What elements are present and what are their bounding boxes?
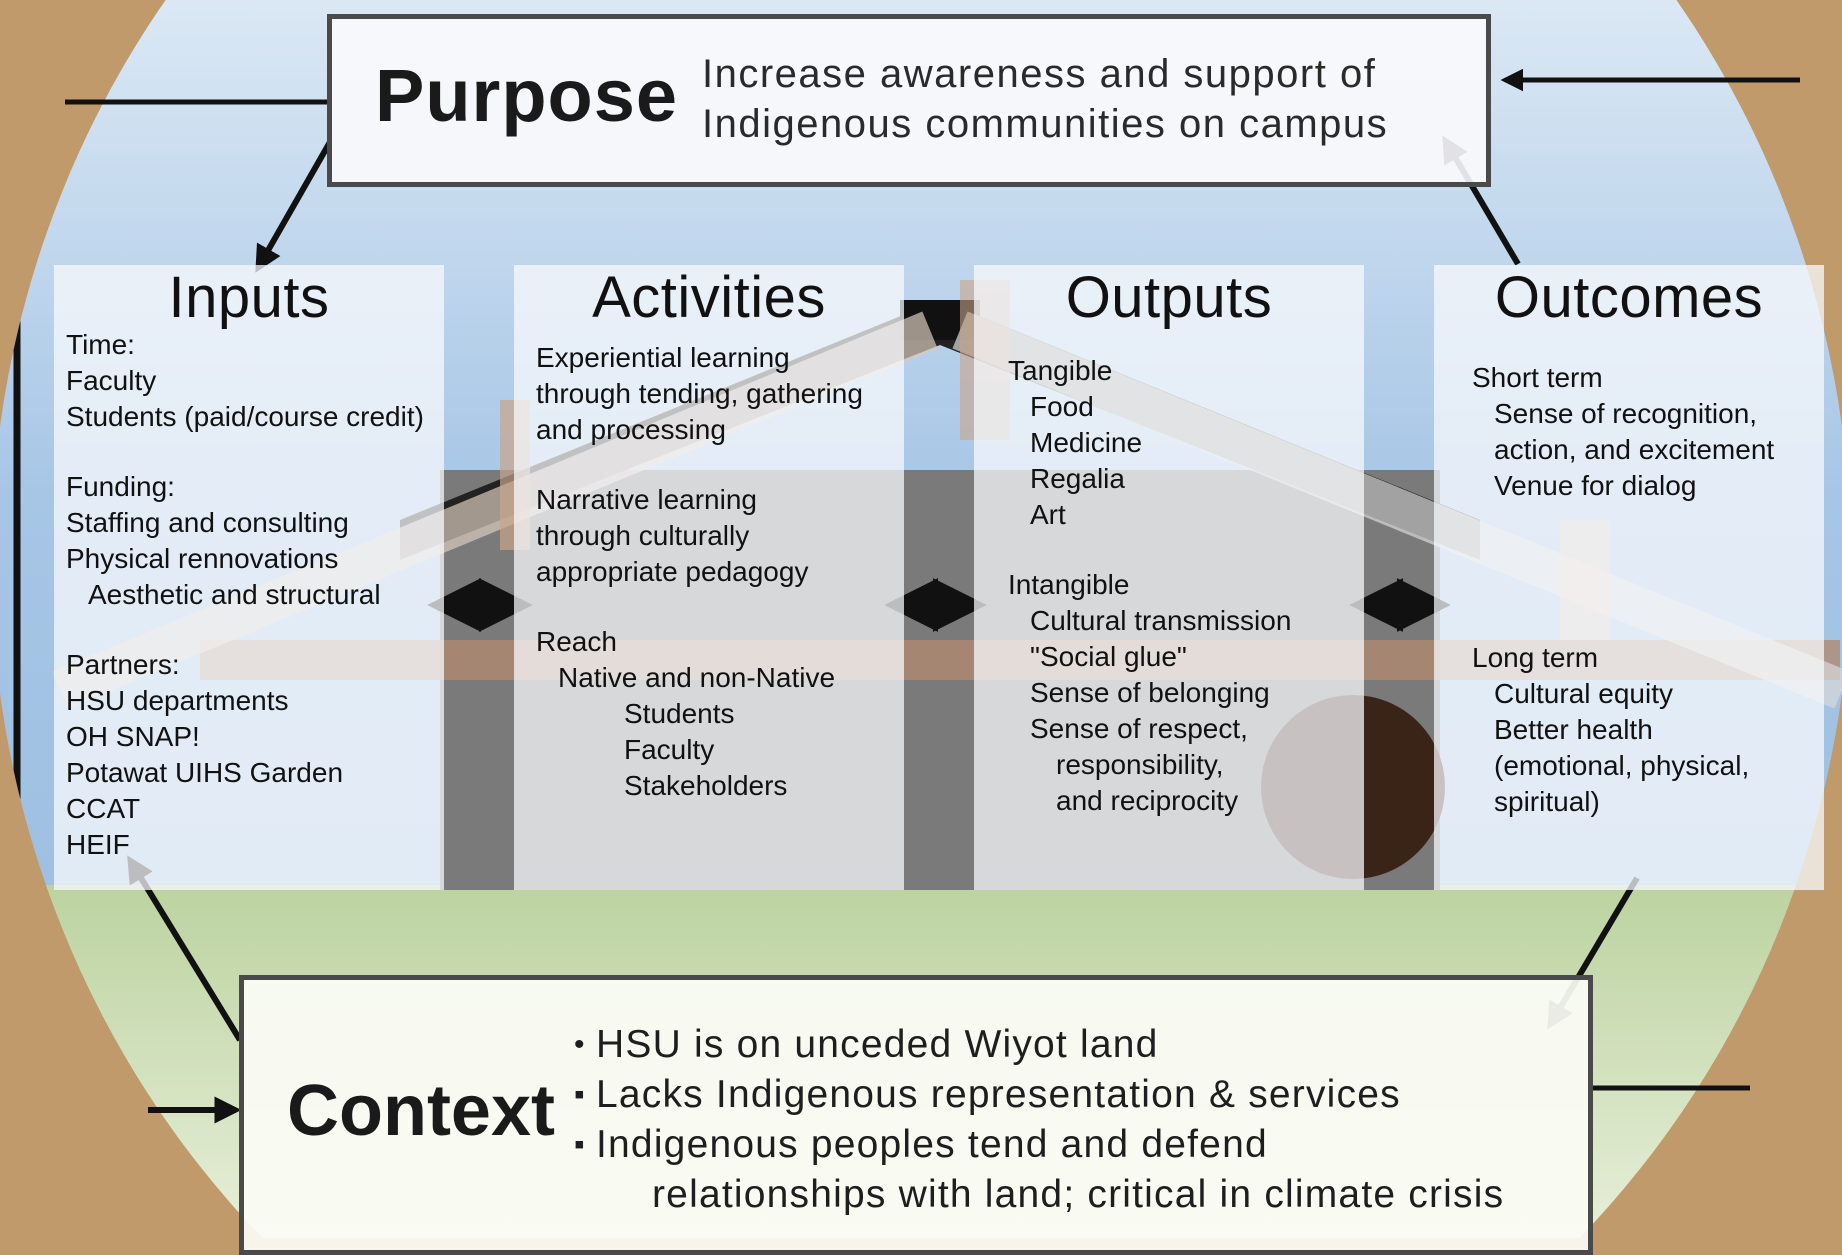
- activities-line: Experiential learning: [536, 342, 790, 373]
- activities-line: appropriate pedagogy: [536, 556, 809, 587]
- activities-line: Stakeholders: [624, 770, 788, 801]
- purpose-text: Increase awareness and support of Indige…: [702, 52, 1389, 146]
- outcomes-line: Better health: [1494, 714, 1653, 745]
- purpose-title: Purpose: [375, 54, 679, 137]
- inputs-line: HSU departments: [66, 685, 289, 716]
- outcomes-line: spiritual): [1494, 786, 1600, 817]
- outcomes-title: Outcomes: [1494, 265, 1764, 330]
- spacer: [1472, 572, 1820, 606]
- activities-line: Reach: [536, 626, 617, 657]
- purpose-box: Purpose Increase awareness and support o…: [327, 14, 1491, 187]
- inputs-line: OH SNAP!: [66, 721, 200, 752]
- spacer: [1472, 538, 1820, 572]
- outputs-line: Regalia: [1030, 463, 1125, 494]
- activities-line: through tending, gathering: [536, 378, 863, 409]
- context-title: Context: [287, 1071, 555, 1151]
- outputs-title: Outputs: [1065, 265, 1273, 330]
- outputs-line: Food: [1030, 391, 1094, 422]
- activities-line: Students: [624, 698, 735, 729]
- outputs-line: Intangible: [1008, 569, 1130, 600]
- outcomes-line: action, and excitement: [1494, 434, 1775, 465]
- inputs-line: Students (paid/course credit): [66, 401, 424, 432]
- outcomes-line: Venue for dialog: [1494, 470, 1697, 501]
- activities-line: Faculty: [624, 734, 715, 765]
- activities-line: through culturally: [536, 520, 750, 551]
- context-item: ▪ Lacks Indigenous representation & serv…: [574, 1070, 1504, 1120]
- outputs-line: Medicine: [1030, 427, 1143, 458]
- outcomes-line: Short term: [1472, 362, 1603, 393]
- activities-title: Activities: [592, 265, 826, 330]
- inputs-line: Staffing and consulting: [66, 507, 349, 538]
- context-box: Context • HSU is on unceded Wiyot land ▪…: [239, 975, 1593, 1255]
- inputs-line: Faculty: [66, 365, 157, 396]
- spacer: [66, 613, 440, 647]
- activities-line: Narrative learning: [536, 484, 757, 515]
- context-item: ▪ Indigenous peoples tend and defend rel…: [574, 1120, 1504, 1220]
- inputs-line: HEIF: [66, 829, 130, 860]
- context-item-text: Indigenous peoples tend and defend: [596, 1123, 1268, 1166]
- spacer: [536, 590, 900, 624]
- inputs-line: CCAT: [66, 793, 141, 824]
- activities-line: and processing: [536, 414, 726, 445]
- context-list: • HSU is on unceded Wiyot land ▪ Lacks I…: [574, 1020, 1504, 1220]
- activities-body: Experiential learning through tending, ga…: [536, 340, 900, 804]
- activities-column: Activities Experiential learning through …: [514, 265, 904, 890]
- bullet-icon: ▪: [574, 1128, 586, 1161]
- outputs-line: and reciprocity: [1056, 785, 1239, 816]
- bullet-icon: ▪: [574, 1078, 586, 1111]
- outcomes-line: Long term: [1472, 642, 1599, 673]
- outputs-line: Tangible: [1008, 355, 1113, 386]
- spacer: [1472, 606, 1820, 640]
- inputs-line: Aesthetic and structural: [88, 579, 381, 610]
- outcomes-line: (emotional, physical,: [1494, 750, 1750, 781]
- outputs-line: Cultural transmission: [1030, 605, 1292, 636]
- context-item: • HSU is on unceded Wiyot land: [574, 1020, 1504, 1070]
- activities-line: Native and non-Native: [558, 662, 836, 693]
- outcomes-line: Cultural equity: [1494, 678, 1673, 709]
- inputs-line: Potawat UIHS Garden: [66, 757, 344, 788]
- inputs-line: Funding:: [66, 471, 175, 502]
- spacer: [66, 435, 440, 469]
- inputs-line: Time:: [66, 329, 135, 360]
- spacer: [1472, 504, 1820, 538]
- inputs-title: Inputs: [168, 265, 330, 330]
- outputs-line: Art: [1030, 499, 1066, 530]
- outcomes-line: Sense of recognition,: [1494, 398, 1758, 429]
- outputs-line: Sense of respect,: [1030, 713, 1248, 744]
- outputs-line: Sense of belonging: [1030, 677, 1270, 708]
- context-item-text: HSU is on unceded Wiyot land: [596, 1023, 1159, 1066]
- inputs-line: Physical rennovations: [66, 543, 339, 574]
- spacer: [1008, 533, 1360, 567]
- context-item-continuation: relationships with land; critical in cli…: [652, 1173, 1505, 1216]
- outputs-line: "Social glue": [1030, 641, 1187, 672]
- bullet-icon: •: [574, 1028, 586, 1061]
- outputs-line: responsibility,: [1056, 749, 1224, 780]
- context-item-text: Lacks Indigenous representation & servic…: [596, 1073, 1401, 1116]
- spacer: [536, 448, 900, 482]
- inputs-line: Partners:: [66, 649, 180, 680]
